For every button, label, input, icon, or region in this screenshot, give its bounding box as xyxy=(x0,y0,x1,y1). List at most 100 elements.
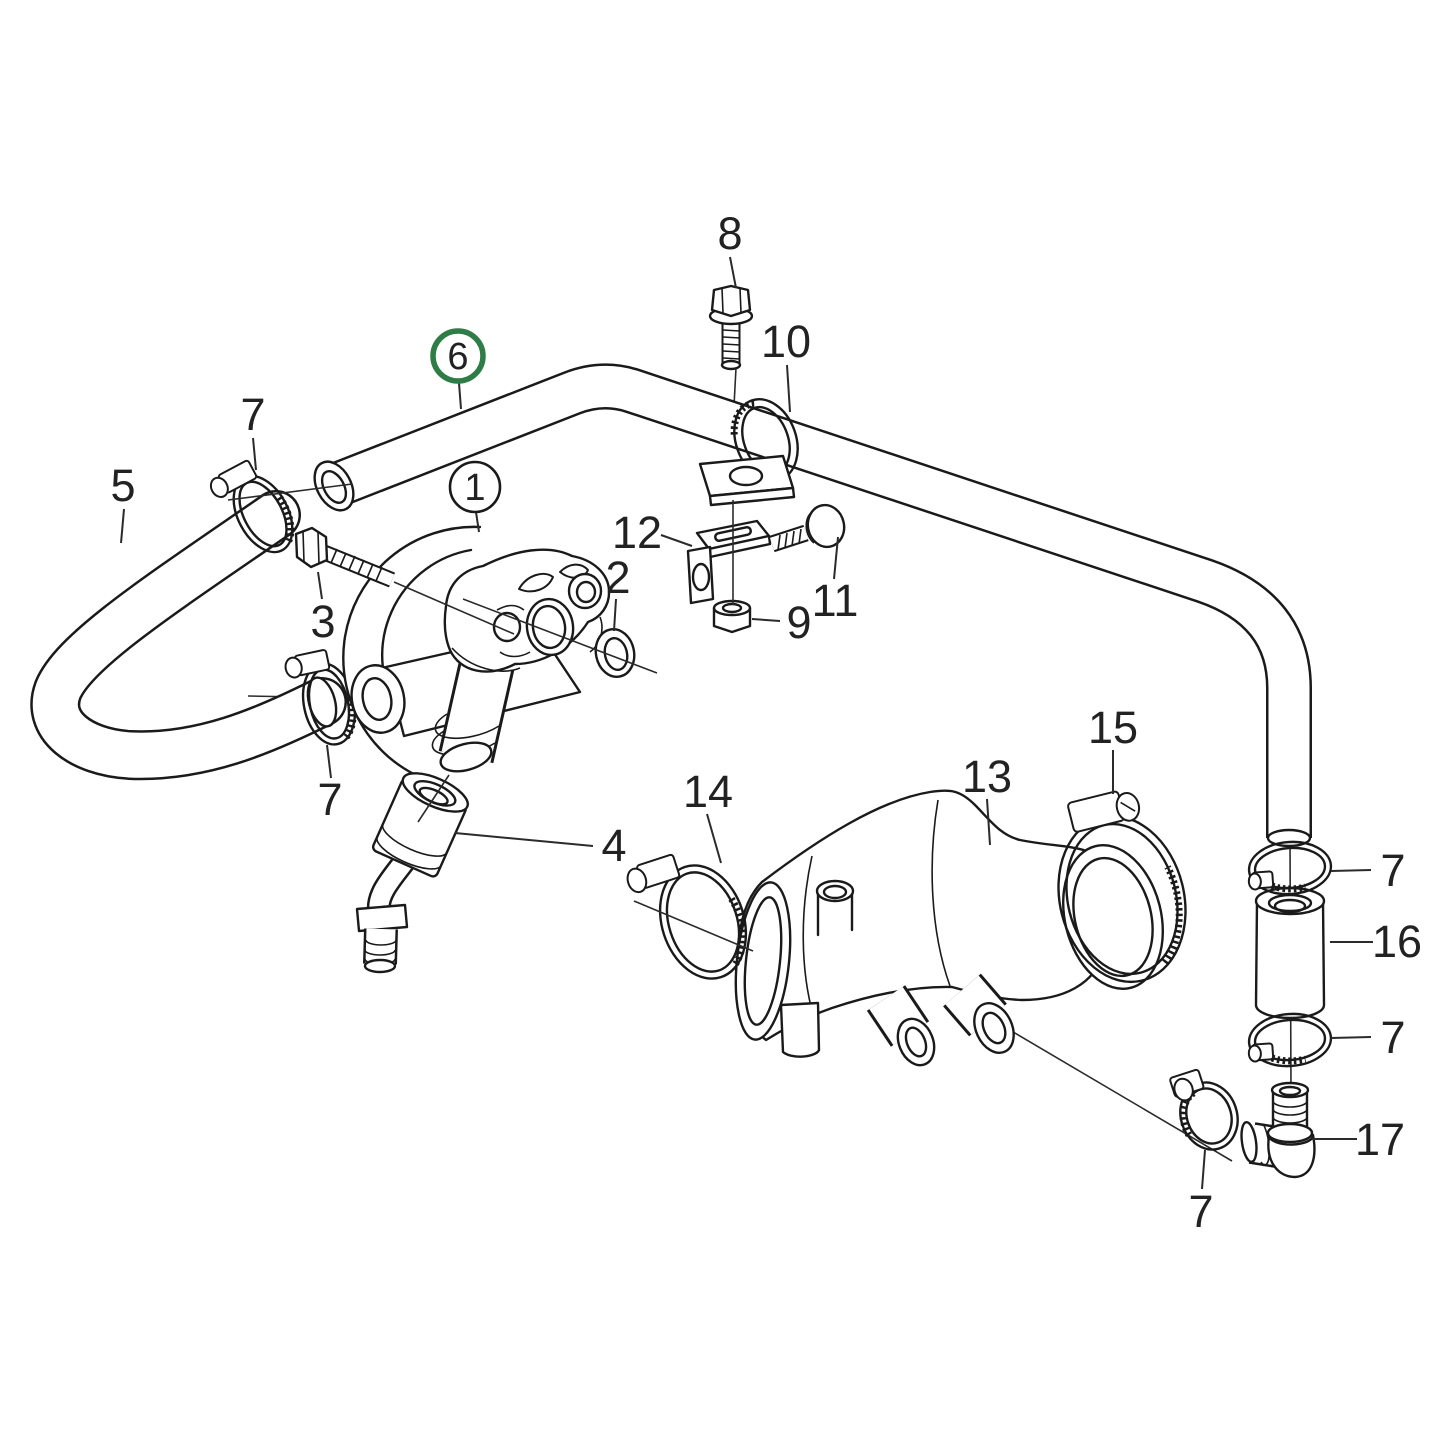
callout-13-14[interactable]: 13 xyxy=(962,751,1012,846)
valve-flange xyxy=(443,548,611,673)
rubber-sleeve-16 xyxy=(1254,886,1326,1020)
callout-number: 7 xyxy=(1380,1012,1405,1063)
pipe-collar xyxy=(355,903,409,933)
callout-number: 9 xyxy=(786,597,811,648)
callout-leader xyxy=(986,798,991,846)
elbow-pipe-4 xyxy=(355,772,469,974)
callout-number: 17 xyxy=(1355,1114,1405,1165)
hose-clamp-15 xyxy=(1057,790,1187,984)
hose-long-top xyxy=(313,363,1312,848)
callout-10-1[interactable]: 10 xyxy=(761,316,811,413)
clamp-screw-icon xyxy=(1247,1044,1262,1063)
flange-bolt xyxy=(294,526,396,588)
callout-leader xyxy=(729,256,737,289)
hose-clamp-14 xyxy=(626,853,748,980)
callout-number: 1 xyxy=(464,467,485,509)
callout-number: 7 xyxy=(1380,845,1405,896)
assembly-axis-line xyxy=(633,900,754,952)
callout-leader xyxy=(326,744,332,779)
callout-number: 14 xyxy=(683,766,733,817)
callout-leader xyxy=(660,534,693,547)
bracket-hole xyxy=(691,562,711,592)
hose-clamp-7-right-lower xyxy=(1247,1012,1333,1068)
callout-7-16[interactable]: 7 xyxy=(1330,845,1406,896)
callout-leader xyxy=(458,382,462,410)
assembly-axis-line xyxy=(417,774,450,823)
hose-clamp-7-valve-inlet xyxy=(284,649,357,746)
assembly-axis-line xyxy=(227,483,353,501)
clamp-screw-icon xyxy=(1247,872,1262,891)
callout-leader xyxy=(1330,1036,1372,1039)
callout-number: 5 xyxy=(110,460,135,511)
callout-leader xyxy=(613,598,617,632)
rubber-sleeve-4 xyxy=(371,772,469,878)
callout-3-6[interactable]: 3 xyxy=(310,571,336,647)
callout-leader xyxy=(252,437,257,471)
housing-down-stub xyxy=(779,1001,821,1058)
callout-leader xyxy=(786,364,791,413)
callout-leader xyxy=(454,832,594,847)
p-clamp-10 xyxy=(698,398,799,507)
callout-leader xyxy=(706,813,722,864)
clamp-base-hole xyxy=(728,465,764,487)
callout-number: 4 xyxy=(601,820,626,871)
callout-14-13[interactable]: 14 xyxy=(683,766,733,864)
callout-number: 3 xyxy=(310,596,335,647)
callout-1-3[interactable]: 1 xyxy=(448,460,502,533)
callout-7-4[interactable]: 7 xyxy=(240,389,266,471)
callout-number: 15 xyxy=(1088,702,1138,753)
callout-7-12[interactable]: 7 xyxy=(317,744,343,825)
flange-bolt-8 xyxy=(708,284,754,371)
callout-7-18[interactable]: 7 xyxy=(1330,1012,1406,1063)
callout-leader xyxy=(120,508,125,544)
callout-number: 6 xyxy=(447,336,468,378)
callout-leader xyxy=(833,536,839,580)
screw-head xyxy=(806,503,846,549)
assembly-axis-line xyxy=(733,367,737,407)
highlight-circle-icon xyxy=(430,328,486,384)
callout-9-10[interactable]: 9 xyxy=(751,597,812,648)
callout-number: 11 xyxy=(812,575,859,626)
elbow-nipple-17 xyxy=(1240,1081,1316,1179)
callout-leader xyxy=(475,511,480,533)
callout-number: 10 xyxy=(761,316,811,367)
callout-4-11[interactable]: 4 xyxy=(454,820,627,871)
callout-6-2[interactable]: 6 xyxy=(430,328,486,410)
nipple-collar xyxy=(1266,1122,1314,1144)
callout-15-15[interactable]: 15 xyxy=(1088,702,1138,794)
callout-11-9[interactable]: 11 xyxy=(812,536,859,626)
callout-leader xyxy=(1330,869,1372,872)
seal-ring xyxy=(594,627,636,679)
callout-number: 7 xyxy=(317,774,342,825)
callout-17-19[interactable]: 17 xyxy=(1312,1114,1405,1165)
callout-leader xyxy=(751,618,781,622)
callout-2-7[interactable]: 2 xyxy=(605,552,631,632)
clamp-screw-icon xyxy=(626,867,648,894)
callout-8-0[interactable]: 8 xyxy=(717,208,743,289)
clamp-screw-icon xyxy=(284,656,303,679)
assembly-axis-line xyxy=(393,581,515,635)
valve-inlet-face xyxy=(350,664,406,734)
callout-12-8[interactable]: 12 xyxy=(612,507,693,558)
bolt-head xyxy=(710,284,752,318)
callout-leader xyxy=(1201,1149,1206,1190)
bracket-screw-11 xyxy=(769,503,846,553)
assembly-axis-line xyxy=(462,598,658,674)
bolt-head xyxy=(294,526,329,569)
callout-number: 8 xyxy=(717,208,742,259)
callout-16-17[interactable]: 16 xyxy=(1330,916,1422,967)
callout-leader xyxy=(317,571,323,600)
callout-5-5[interactable]: 5 xyxy=(110,460,136,544)
callout-circle-icon xyxy=(448,460,502,514)
valve-dome-outer xyxy=(342,525,482,788)
lock-nut-9 xyxy=(712,599,752,634)
assembly-axis-line xyxy=(1002,1025,1233,1162)
hose-clamp-7-bottom xyxy=(1169,1068,1239,1151)
callout-number: 7 xyxy=(1188,1186,1213,1237)
hose-clamp-7-upper-left xyxy=(209,459,295,554)
axis-lines-over xyxy=(227,483,754,952)
callout-7-20[interactable]: 7 xyxy=(1188,1149,1214,1237)
